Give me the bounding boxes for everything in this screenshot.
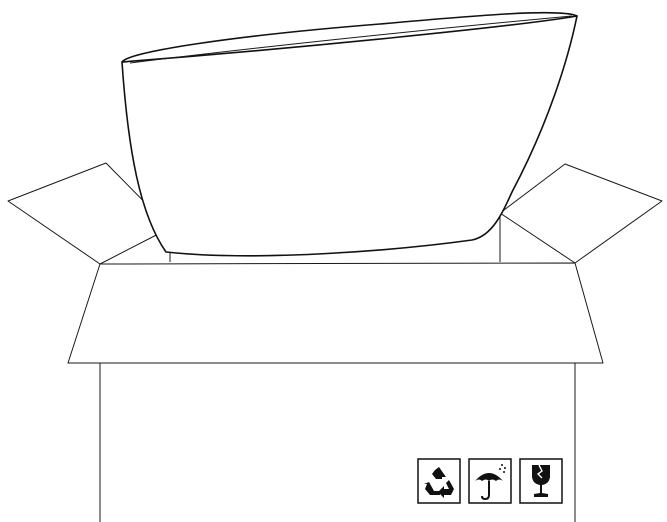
recycle-icon <box>417 458 461 504</box>
fragile-glass-icon <box>519 458 563 504</box>
bathtub-rim <box>121 11 578 63</box>
box-right-back-flap <box>499 163 663 264</box>
bathtub <box>121 11 578 257</box>
box-front <box>67 262 604 522</box>
handling-marks <box>417 458 563 504</box>
bathtub-rim-inner-edge <box>129 15 573 64</box>
keep-dry-umbrella-icon <box>468 458 512 504</box>
box-front-flap <box>67 262 604 364</box>
